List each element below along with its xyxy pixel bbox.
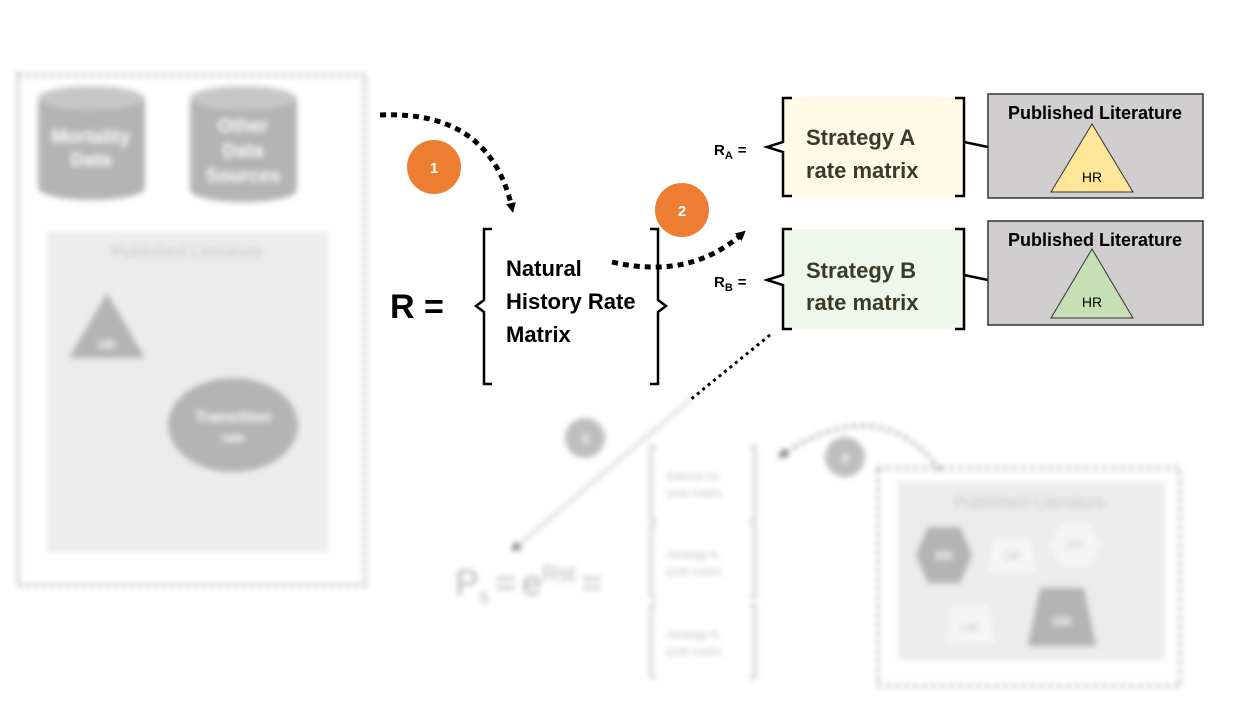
arrow-step-2 (611, 230, 746, 270)
arrow-step-3-start (689, 333, 771, 402)
db-label: Sources (206, 166, 281, 187)
dotted-frame (16, 73, 367, 587)
prob-formula: Ps=eRst= (455, 561, 602, 608)
probability-section: 3 Ps=eRst= Natural Hx prob matrix Strate… (455, 398, 1182, 688)
strategy-a-label: rate matrix (806, 158, 919, 183)
step-number: 3 (581, 431, 589, 447)
matrix-label: prob matrix (667, 646, 723, 658)
or-label: OR (1003, 549, 1021, 563)
hr-label: HR (1082, 294, 1102, 310)
or-label: OR (1052, 614, 1072, 629)
right-bracket (650, 227, 669, 386)
rr-label: RR (935, 549, 953, 563)
natural-matrix-label: Matrix (506, 322, 572, 347)
matrix-label: prob matrix (667, 566, 723, 578)
literature-title: Published Literature (1008, 230, 1182, 250)
hr-label: HR (1082, 169, 1102, 185)
step-1-badge: 1 (407, 140, 461, 194)
hr-triangle (69, 293, 145, 358)
strategy-a-matrix (784, 97, 964, 197)
other-sources-cylinder: Other Data Sources (190, 86, 297, 203)
strategy-b-label: Strategy B (806, 258, 916, 283)
db-label: Data (70, 150, 112, 171)
literature-title: Published Literature (1008, 103, 1182, 123)
mortality-data-cylinder: Mortality Data (38, 86, 145, 201)
data-sources-panel: Mortality Data Other Data Sources Publis… (16, 73, 367, 587)
db-label: Other (218, 116, 269, 137)
transition-label: rate (221, 430, 245, 445)
literature-title: Published Literature (954, 493, 1105, 512)
matrix-label: Strategy B (667, 629, 718, 641)
r-equals: R = (390, 288, 444, 326)
matrix-label: Natural Hx (667, 471, 719, 483)
or-label: OR (961, 621, 979, 635)
arrow-step-1 (379, 112, 516, 213)
left-bracket (473, 227, 492, 386)
step-4-badge (825, 437, 865, 477)
natural-matrix-label: History Rate (506, 289, 636, 314)
step-number: 4 (841, 450, 849, 466)
step-2-badge: 2 (655, 183, 709, 237)
strategy-b-label: rate matrix (806, 290, 919, 315)
db-label: Mortality (51, 127, 131, 148)
strategy-a-label: Strategy A (806, 125, 915, 150)
hr-label: HR (98, 338, 116, 352)
rb-equals: RB= (714, 274, 747, 294)
rr-label: RR (1066, 538, 1084, 552)
step-number: 1 (430, 160, 438, 177)
step-number: 2 (678, 203, 686, 220)
ra-equals: RA= (714, 142, 747, 162)
strategy-b-matrix (784, 229, 964, 329)
transition-rate-ellipse (168, 378, 298, 472)
matrix-label: prob matrix (667, 488, 723, 500)
matrix-label: Strategy A (667, 549, 718, 561)
hr-triangle-b (1050, 248, 1134, 319)
hr-triangle-a (1050, 123, 1134, 193)
natural-matrix-label: Natural (506, 256, 582, 281)
literature-title: Published Literature (111, 242, 262, 261)
step-3-badge (565, 418, 605, 458)
db-label: Data (222, 141, 264, 162)
transition-label: Transition (195, 409, 271, 426)
